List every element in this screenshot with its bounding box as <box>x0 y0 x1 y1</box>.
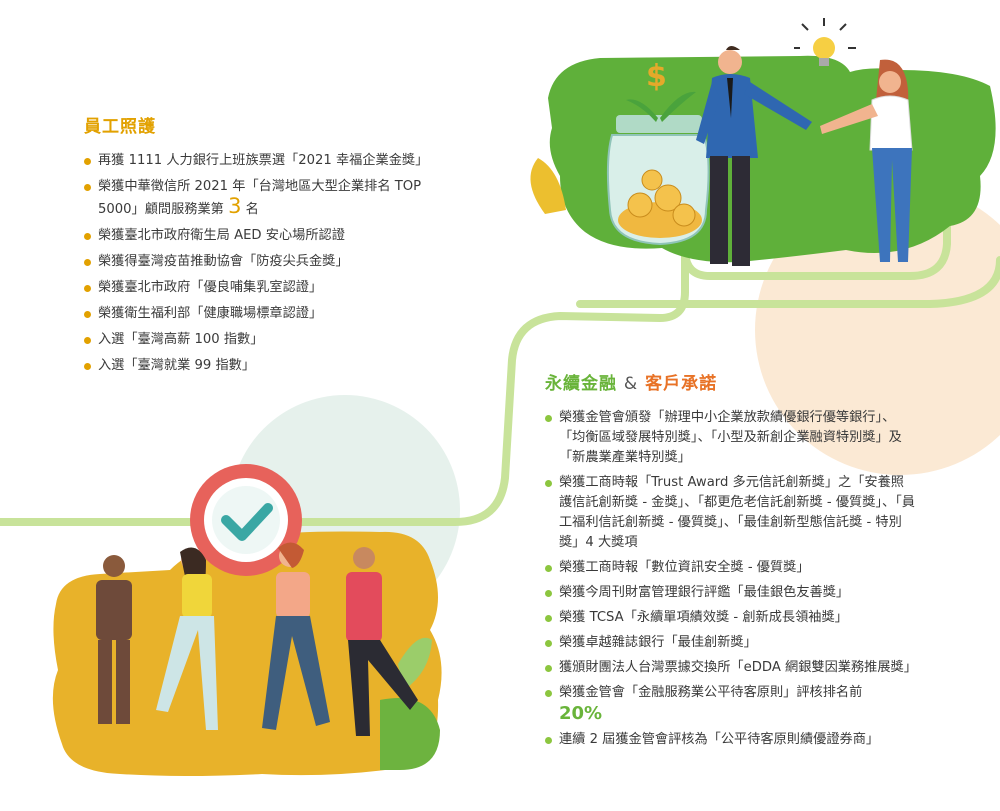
list-item: 榮獲臺北市政府衛生局 AED 安心場所認證 <box>84 226 464 246</box>
list-item: 再獲 1111 人力銀行上班族票選「2021 幸福企業金獎」 <box>84 151 464 171</box>
team-celebration-figures <box>96 542 418 736</box>
rank-number: 3 <box>228 194 242 218</box>
finance-title-part1: 永續金融 <box>545 374 617 394</box>
businesswoman-figure <box>820 59 913 262</box>
list-item: 榮獲工商時報「Trust Award 多元信託創新獎」之「安養照護信託創新獎 -… <box>545 473 915 553</box>
finance-title: 永續金融 & 客戶承諾 <box>545 369 915 394</box>
rank-percent: 20% <box>559 703 603 724</box>
green-leaf <box>398 637 432 690</box>
businessman-figure <box>696 46 812 266</box>
svg-text:$: $ <box>646 59 667 94</box>
employee-care-title: 員工照護 <box>84 117 156 137</box>
green-base <box>380 698 440 770</box>
orange-island <box>52 531 442 776</box>
list-item: 榮獲工商時報「數位資訊安全獎 - 優質獎」 <box>545 558 915 578</box>
finance-title-part2: 客戶承諾 <box>645 374 718 394</box>
employee-care-section: 員工照護 再獲 1111 人力銀行上班族票選「2021 幸福企業金獎」 榮獲中華… <box>84 112 464 382</box>
finance-list: 榮獲金管會頒發「辦理中小企業放款績優銀行優等銀行」、「均衡區域發展特別獎」、「小… <box>545 408 917 750</box>
rank-suffix: 名 <box>245 202 259 217</box>
list-item: 榮獲衛生福利部「健康職場標章認證」 <box>84 304 464 324</box>
peach-circle-decoration <box>755 185 1000 475</box>
finance-title-amp: & <box>623 374 639 394</box>
list-item: 入選「臺灣高薪 100 指數」 <box>84 330 464 350</box>
list-item: 榮獲得臺灣疫苗推動協會「防疫尖兵金獎」 <box>84 252 464 272</box>
list-item: 榮獲卓越雜誌銀行「最佳創新獎」 <box>545 633 915 653</box>
connector-path-lower <box>576 256 1000 308</box>
list-item: 連續 2 屆獲金管會評核為「公平待客原則績優證券商」 <box>545 730 915 750</box>
list-item: 榮獲中華徵信所 2021 年「台灣地區大型企業排名 TOP 5000」顧問服務業… <box>84 177 464 220</box>
lightbulb-icon <box>794 18 856 66</box>
list-item: 榮獲金管會頒發「辦理中小企業放款績優銀行優等銀行」、「均衡區域發展特別獎」、「小… <box>545 408 915 468</box>
list-item: 榮獲臺北市政府「優良哺集乳室認證」 <box>84 278 464 298</box>
sustainable-finance-section: 永續金融 & 客戶承諾 榮獲金管會頒發「辦理中小企業放款績優銀行優等銀行」、「均… <box>545 369 917 755</box>
list-item: 榮獲今周刊財富管理銀行評鑑「最佳銀色友善獎」 <box>545 583 915 603</box>
connector-path <box>0 211 951 526</box>
list-item: 榮獲 TCSA「永續單項績效獎 - 創新成長領袖獎」 <box>545 608 915 628</box>
coin-jar-illustration: $ <box>606 59 710 246</box>
list-item: 入選「臺灣就業 99 指數」 <box>84 356 464 376</box>
list-item: 獲頒財團法人台灣票據交換所「eDDA 網銀雙因業務推展獎」 <box>545 658 917 678</box>
employee-care-list: 再獲 1111 人力銀行上班族票選「2021 幸福企業金獎」 榮獲中華徵信所 2… <box>84 151 464 376</box>
checkmark-badge-icon <box>190 464 302 576</box>
yellow-leaf <box>530 158 566 214</box>
